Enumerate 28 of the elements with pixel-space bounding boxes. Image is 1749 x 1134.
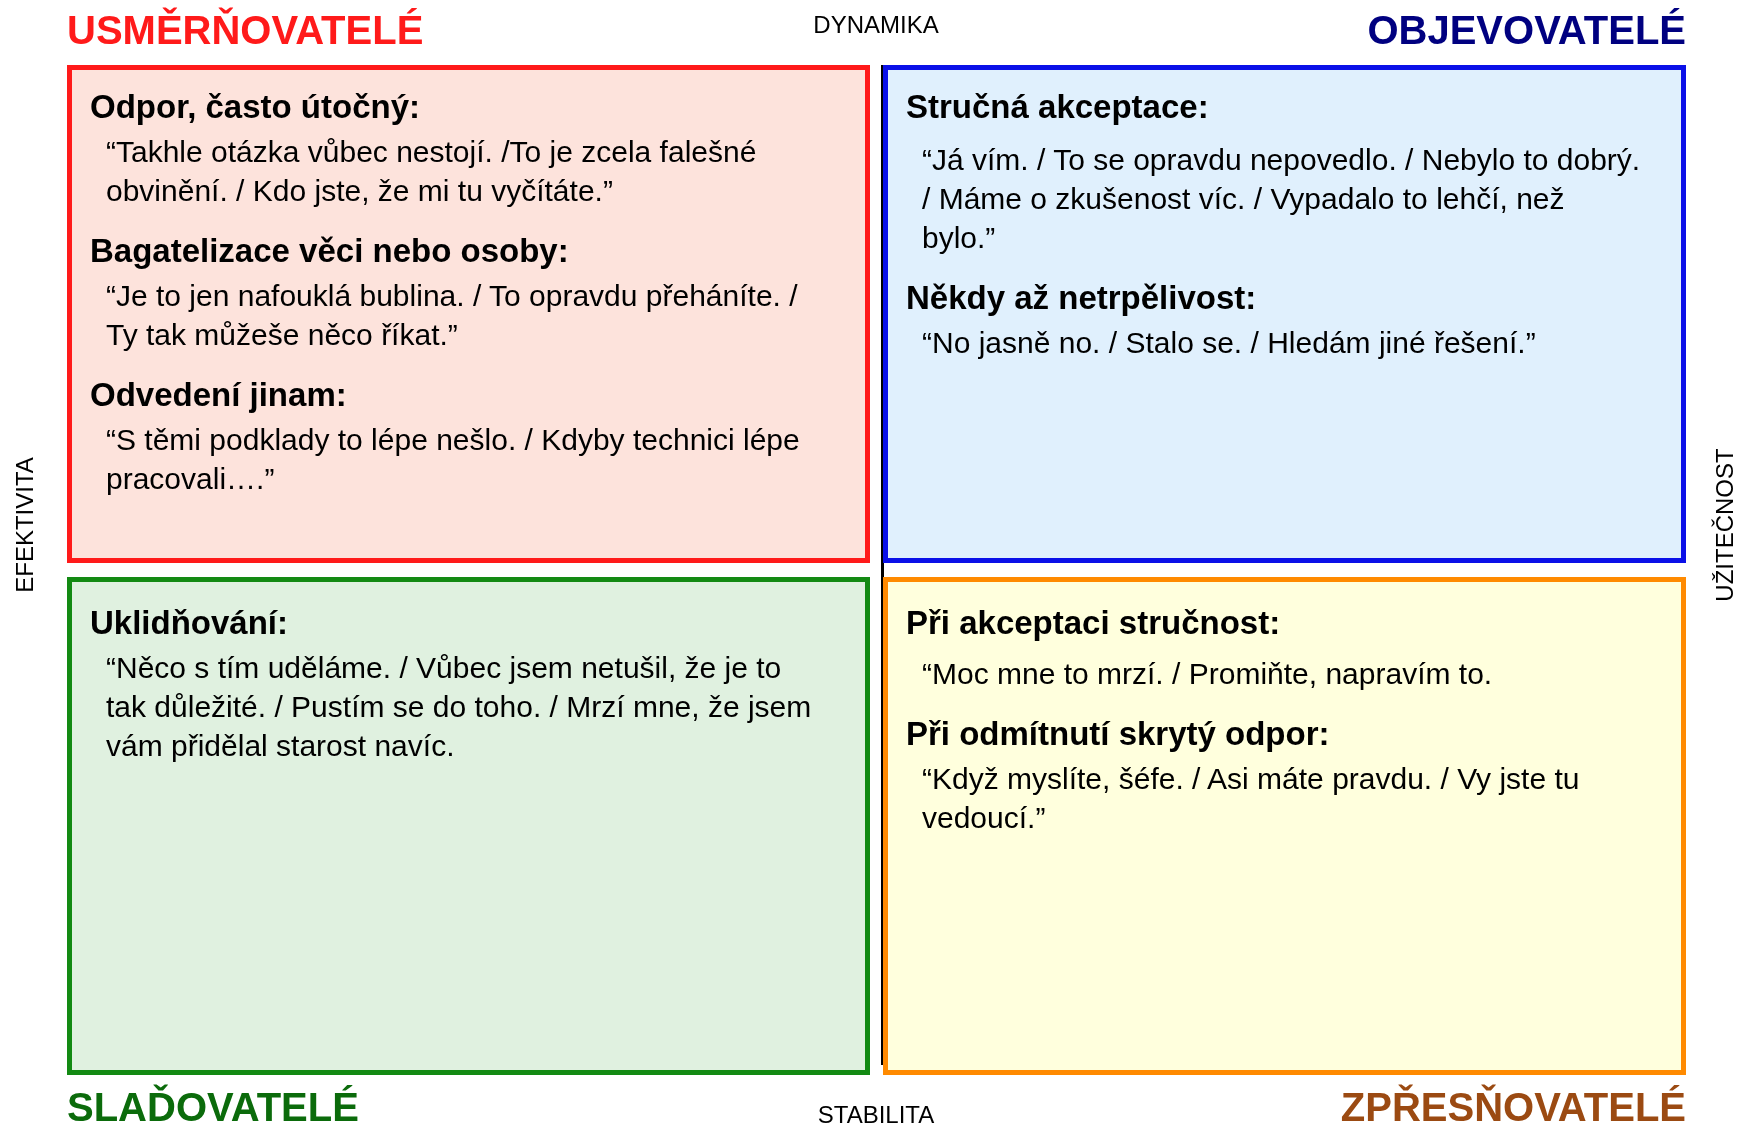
category-heading: Při odmítnutí skrytý odpor: <box>906 715 1331 753</box>
quadrant-title: USMĚRŇOVATELÉ <box>67 8 424 52</box>
quadrant-title: SLAĎOVATELÉ <box>67 1085 359 1129</box>
quote-text: “Moc mne to mrzí. / Promiňte, napravím to. <box>922 656 1494 692</box>
quadrant-title: OBJEVOVATELÉ <box>1367 8 1686 52</box>
category-heading: Odvedení jinam: <box>90 376 348 414</box>
axis-label: DYNAMIKA <box>813 11 939 39</box>
quote-text: “Je to jen nafouklá bublina. / To opravdu přeháníte. / Ty tak můžeše něco říkat.” <box>106 278 799 353</box>
quote-text: “No jasně no. / Stalo se. / Hledám jiné řešení.” <box>922 325 1537 361</box>
axis-label: EFEKTIVITA <box>11 457 39 593</box>
quote-text: “Když myslíte, šéfe. / Asi máte pravdu. / Vy jste tu vedoucí.” <box>922 761 1581 836</box>
quadrant-box <box>67 65 870 563</box>
category-heading: Odpor, často útočný: <box>90 88 422 126</box>
quadrant-box <box>883 65 1686 563</box>
category-heading: Někdy až netrpělivost: <box>906 279 1258 317</box>
axis-label: STABILITA <box>817 1101 935 1129</box>
quote-text: “Takhle otázka vůbec nestojí. /To je zcela falešné obvinění. / Kdo jste, že mi tu vyčítáte.” <box>106 134 758 209</box>
category-heading: Bagatelizace věci nebo osoby: <box>90 232 570 270</box>
quote-text: “S těmi podklady to lépe nešlo. / Kdyby technici lépe pracovali….” <box>106 422 801 497</box>
quadrant-title: ZPŘESŇOVATELÉ <box>1340 1085 1686 1129</box>
category-heading: Při akceptaci stručnost: <box>906 604 1282 642</box>
axis-label: UŽITEČNOST <box>1711 448 1739 602</box>
quadrant-box <box>67 577 870 1075</box>
quote-text: “Já vím. / To se opravdu nepovedlo. / Nebylo to dobrý. / Máme o zkušenost víc. / Vypadalo to lehčí, než bylo.” <box>922 142 1642 256</box>
category-heading: Uklidňování: <box>90 604 290 642</box>
category-heading: Stručná akceptace: <box>906 88 1210 126</box>
quadrant-box <box>883 577 1686 1075</box>
quote-text: “Něco s tím uděláme. / Vůbec jsem netušil, že je to tak důležité. / Pustím se do toho. / Mrzí mne, že jsem vám přidělal starost navíc. <box>106 650 813 764</box>
